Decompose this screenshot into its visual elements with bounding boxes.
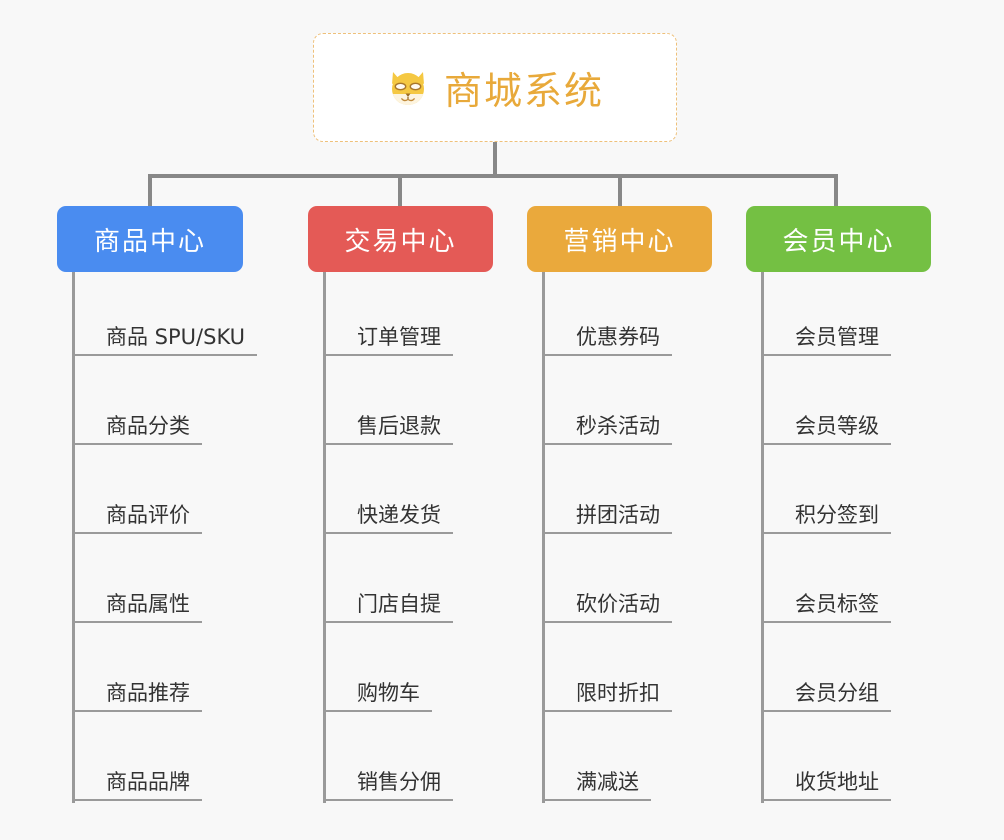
leaf-item-label: 订单管理 (357, 325, 441, 349)
leaf-item-label: 满减送 (576, 770, 639, 794)
drop-connector-trade-center (398, 174, 402, 208)
leaf-item-label: 砍价活动 (576, 592, 660, 616)
leaf-item-underline (72, 443, 202, 445)
leaf-item-label: 商品属性 (106, 592, 190, 616)
leaf-item-underline (323, 532, 453, 534)
leaf-item-underline (542, 799, 651, 801)
leaf-item-underline (542, 532, 672, 534)
category-box-trade-center[interactable]: 交易中心 (308, 206, 493, 272)
leaf-item-underline (323, 354, 453, 356)
leaf-item-underline (323, 443, 453, 445)
category-box-product-center[interactable]: 商品中心 (57, 206, 243, 272)
leaf-item-label: 商品推荐 (106, 681, 190, 705)
leaf-item-underline (761, 443, 891, 445)
leaf-item-underline (761, 799, 891, 801)
leaf-item-underline (72, 621, 202, 623)
leaf-item-label: 秒杀活动 (576, 414, 660, 438)
leaf-item-label: 收货地址 (795, 770, 879, 794)
leaf-item-underline (761, 354, 891, 356)
spine-product-center (72, 272, 75, 803)
leaf-item-underline (542, 621, 672, 623)
leaf-item-label: 售后退款 (357, 414, 441, 438)
leaf-item-label: 门店自提 (357, 592, 441, 616)
category-label-member-center: 会员中心 (782, 226, 895, 257)
leaf-item-label: 销售分佣 (357, 770, 441, 794)
leaf-item-label: 商品分类 (106, 414, 190, 438)
leaf-item-underline (323, 621, 453, 623)
leaf-item-underline (542, 710, 672, 712)
leaf-item-label: 优惠券码 (576, 325, 660, 349)
category-box-member-center[interactable]: 会员中心 (746, 206, 931, 272)
spine-trade-center (323, 272, 326, 803)
leaf-item-label: 会员管理 (795, 325, 879, 349)
leaf-item-label: 会员分组 (795, 681, 879, 705)
leaf-item-underline (761, 710, 891, 712)
category-label-marketing-center: 营销中心 (563, 226, 676, 257)
category-box-marketing-center[interactable]: 营销中心 (527, 206, 712, 272)
dog-face-icon (386, 66, 430, 110)
leaf-item-underline (72, 532, 202, 534)
leaf-item-underline (72, 799, 202, 801)
leaf-item-label: 会员等级 (795, 414, 879, 438)
drop-connector-marketing-center (618, 174, 622, 208)
category-label-trade-center: 交易中心 (344, 226, 457, 257)
leaf-item-underline (323, 799, 453, 801)
leaf-item-label: 会员标签 (795, 592, 879, 616)
root-title: 商城系统 (443, 69, 604, 113)
spine-marketing-center (542, 272, 545, 803)
leaf-item-underline (72, 354, 257, 356)
leaf-item-label: 拼团活动 (576, 503, 660, 527)
leaf-item-label: 商品品牌 (106, 770, 190, 794)
leaf-item-label: 限时折扣 (576, 681, 660, 705)
spine-member-center (761, 272, 764, 803)
leaf-item-underline (542, 354, 672, 356)
drop-connector-product-center (148, 174, 152, 208)
leaf-item-label: 快递发货 (357, 503, 441, 527)
leaf-item-underline (761, 621, 891, 623)
category-label-product-center: 商品中心 (93, 226, 206, 257)
horizontal-bus-connector (148, 174, 838, 178)
root-node[interactable]: 商城系统 (313, 33, 677, 142)
leaf-item-label: 购物车 (357, 681, 420, 705)
leaf-item-label: 积分签到 (795, 503, 879, 527)
leaf-item-underline (761, 532, 891, 534)
root-stem-connector (493, 142, 497, 176)
leaf-item-underline (542, 443, 672, 445)
leaf-item-underline (72, 710, 202, 712)
drop-connector-member-center (834, 174, 838, 208)
leaf-item-label: 商品 SPU/SKU (106, 325, 246, 349)
leaf-item-label: 商品评价 (106, 503, 190, 527)
leaf-item-underline (323, 710, 432, 712)
